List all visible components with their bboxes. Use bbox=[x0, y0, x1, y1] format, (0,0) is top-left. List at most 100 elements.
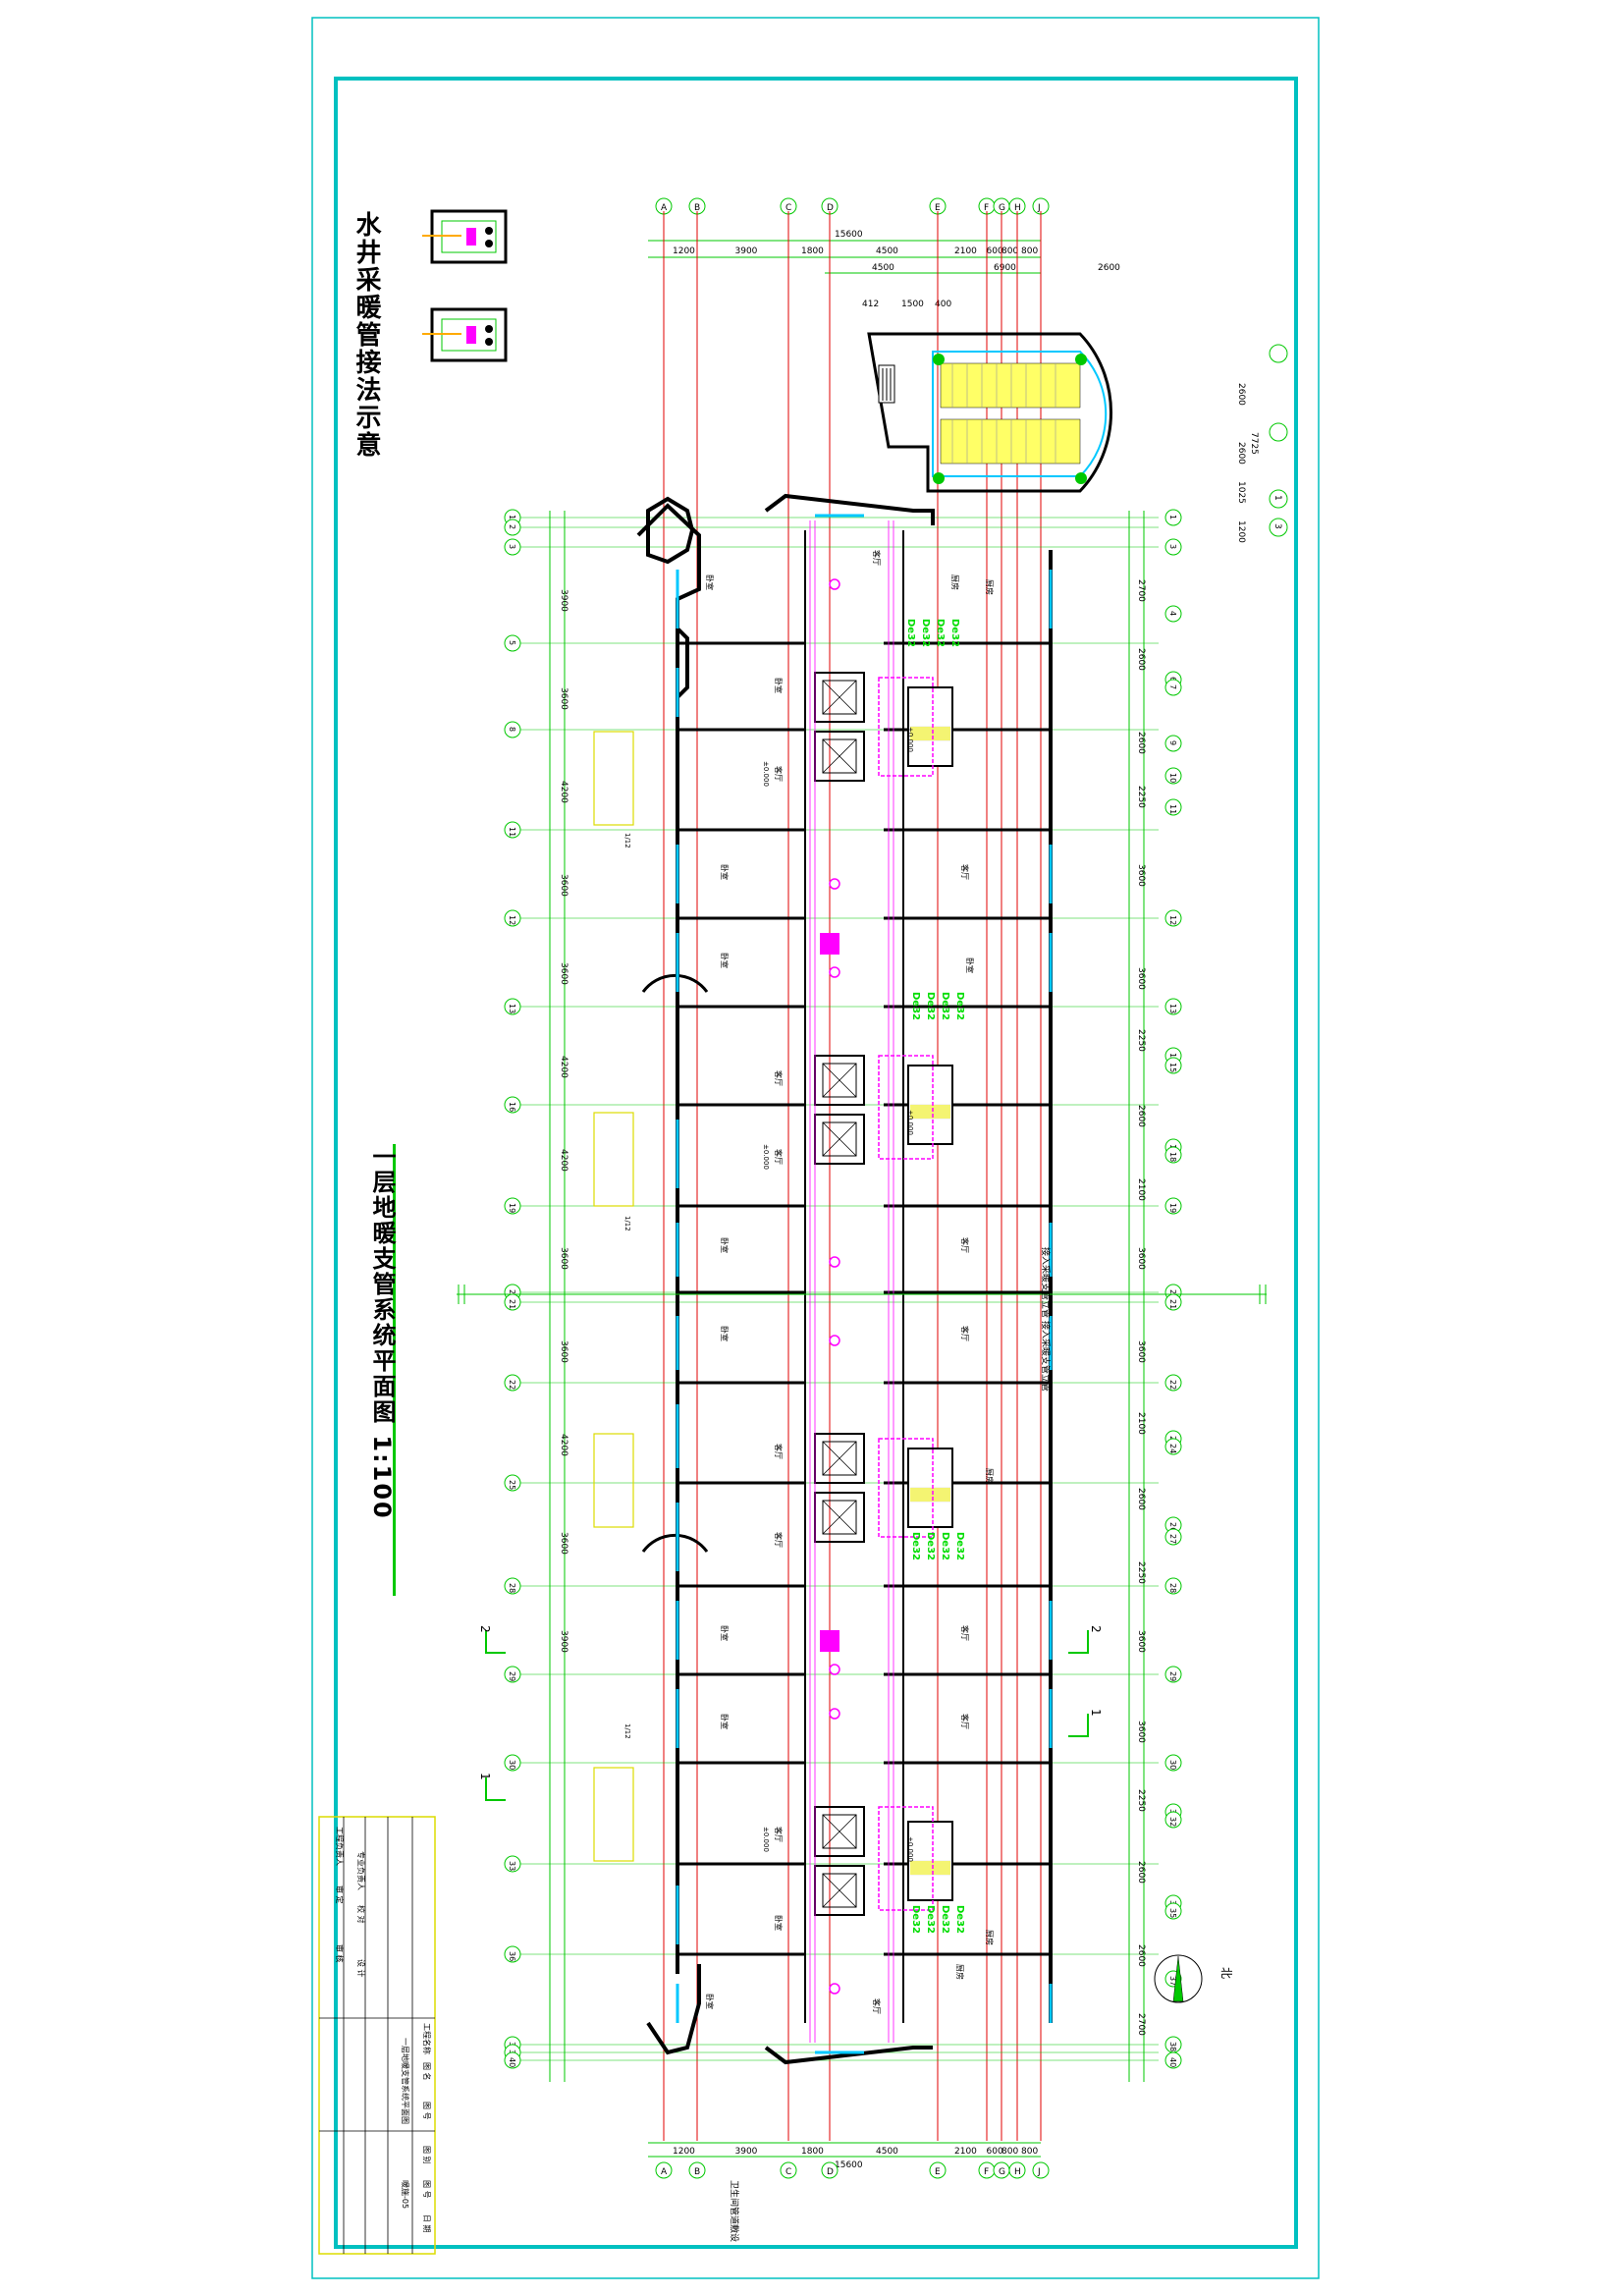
interior-walls bbox=[677, 530, 1051, 2023]
axis-number-right: 40 bbox=[1168, 2057, 1177, 2067]
room-label-14: 客厅 bbox=[960, 1326, 970, 1341]
room-label-0: 卧室 bbox=[705, 574, 715, 590]
room-label-22: 卧室 bbox=[774, 1915, 784, 1931]
letter-axis-lines bbox=[663, 211, 1042, 2141]
slope-mark-0: 1/12 bbox=[623, 833, 631, 848]
right-span-12: 2600 bbox=[1136, 1488, 1146, 1510]
axis-letter-top: D bbox=[827, 203, 834, 213]
axis-number-left: 28 bbox=[508, 1583, 516, 1593]
axis-number-right: 26 bbox=[1168, 1522, 1177, 1532]
left-span-4: 3600 bbox=[559, 962, 568, 985]
axis-bubble-bottom-G: G bbox=[993, 2161, 1010, 2179]
right-span-14: 3600 bbox=[1136, 1630, 1146, 1653]
axis-bubble-right-21: 21 bbox=[1164, 1293, 1182, 1311]
stairwell-0 bbox=[907, 686, 953, 767]
axis-bubble-right-38: 38 bbox=[1164, 2036, 1182, 2053]
main-title-underline bbox=[393, 1144, 396, 1596]
axis-letter-bottom: F bbox=[984, 2167, 989, 2177]
tb-c2-1: 校 对 bbox=[356, 1905, 366, 1924]
elevator-shaft-2 bbox=[814, 1055, 865, 1106]
axis-letter-top: C bbox=[785, 203, 791, 213]
axis-number-right: 24 bbox=[1168, 1444, 1177, 1453]
axis-letter-bottom: H bbox=[1014, 2167, 1021, 2177]
axis-number-left: 13 bbox=[508, 1004, 516, 1013]
axis-bubble-bottom-F: F bbox=[978, 2161, 996, 2179]
axis-bubble-bottom-B: B bbox=[688, 2161, 706, 2179]
heating-loop-0 bbox=[878, 677, 934, 777]
main-title: 一层地暖支管系统平面图 1:100 bbox=[368, 1144, 396, 1520]
heating-loop-2 bbox=[878, 1438, 934, 1538]
elevator-shaft-6 bbox=[814, 1806, 865, 1857]
riser-label-8: De32 bbox=[910, 1532, 921, 1560]
stairwell-2 bbox=[907, 1448, 953, 1528]
riser-label-5: De32 bbox=[925, 992, 936, 1020]
axis-number-right: 9 bbox=[1168, 740, 1177, 745]
axis-bubble-right-19: 19 bbox=[1164, 1197, 1182, 1215]
stair-level-mark-2: ±0.000 bbox=[906, 1836, 914, 1862]
axis-letter-top: J bbox=[1037, 203, 1041, 213]
room-label-1: 客厅 bbox=[872, 550, 882, 566]
left-span-1: 3600 bbox=[559, 687, 568, 710]
left-span-9: 4200 bbox=[559, 1434, 568, 1456]
top-dimension-4: 2100 bbox=[954, 246, 977, 256]
axis-bubble-left-16: 16 bbox=[504, 1096, 521, 1114]
tb-c1-0: 工程负责人 bbox=[335, 1827, 345, 1866]
axis-number-right: 1 bbox=[1168, 515, 1177, 519]
elevator-shaft-4 bbox=[814, 1433, 865, 1484]
axis-bubble-left-25: 25 bbox=[504, 1474, 521, 1492]
room-label-24: 客厅 bbox=[872, 1998, 882, 2014]
stair-width-dimension-2: 400 bbox=[935, 300, 951, 309]
axis-number-right: 18 bbox=[1168, 1152, 1177, 1162]
axis-number-left: 3 bbox=[508, 544, 516, 549]
tb-c3-0: 工程名称 bbox=[422, 2023, 432, 2054]
axis-bubble-right-35: 35 bbox=[1164, 1902, 1182, 1920]
bath-fixture-2 bbox=[820, 1630, 839, 1652]
axis-number-right: 28 bbox=[1168, 1583, 1177, 1593]
axis-bubble-right-3: 3 bbox=[1164, 538, 1182, 556]
right-span-15: 3600 bbox=[1136, 1721, 1146, 1743]
right-span-9: 3600 bbox=[1136, 1247, 1146, 1270]
inner-frame bbox=[334, 77, 1298, 2249]
axis-bubble-bottom-D: D bbox=[821, 2161, 839, 2179]
stair-axis-bubble-1 bbox=[1269, 422, 1288, 442]
axis-number-right: 19 bbox=[1168, 1203, 1177, 1213]
stair-dimension-4: 1200 bbox=[1236, 520, 1246, 543]
riser-label-11: De32 bbox=[954, 1532, 965, 1560]
section-label-1-left: 1 bbox=[478, 1773, 492, 1780]
stair-dimension-1: 2600 bbox=[1236, 442, 1246, 465]
axis-number-right: 12 bbox=[1168, 915, 1177, 925]
elevator-shaft-0 bbox=[814, 672, 865, 723]
riser-label-7: De32 bbox=[954, 992, 965, 1020]
room-label-26: 厨房 bbox=[985, 579, 995, 595]
right-span-13: 2250 bbox=[1136, 1561, 1146, 1584]
stair-width-dimension-1: 1500 bbox=[901, 300, 924, 309]
axis-number-left: 16 bbox=[508, 1102, 516, 1112]
section-label-2-left: 2 bbox=[478, 1625, 492, 1633]
manifold-icon-0 bbox=[829, 578, 840, 590]
axis-letter-bottom: A bbox=[661, 2167, 668, 2177]
axis-letter-bottom: C bbox=[785, 2167, 791, 2177]
right-span-7: 2600 bbox=[1136, 1105, 1146, 1127]
riser-label-2: De32 bbox=[935, 619, 946, 647]
room-label-10: 客厅 bbox=[774, 1149, 784, 1165]
left-span-6: 4200 bbox=[559, 1149, 568, 1172]
left-span-labels: 3900360042003600360042004200360036004200… bbox=[559, 589, 568, 1653]
axis-bubble-right-30: 30 bbox=[1164, 1754, 1182, 1772]
section-markers bbox=[485, 1630, 1089, 1801]
axis-bubble-bottom-H: H bbox=[1008, 2161, 1026, 2179]
axis-number-left: 30 bbox=[508, 1760, 516, 1770]
axis-number-right: 21 bbox=[1168, 1299, 1177, 1309]
axis-bubble-right-29: 29 bbox=[1164, 1666, 1182, 1683]
riser-label-4: De32 bbox=[910, 992, 921, 1020]
axis-bubble-left-29: 29 bbox=[504, 1666, 521, 1683]
axis-number-right: 13 bbox=[1168, 1004, 1177, 1013]
elevator-shaft-3 bbox=[814, 1114, 865, 1165]
left-span-10: 3600 bbox=[559, 1532, 568, 1555]
tb-c5-1: 图 号 bbox=[422, 2180, 431, 2199]
tb-c1-1: 审 定 bbox=[335, 1886, 345, 1904]
elevator-shaft-7 bbox=[814, 1865, 865, 1916]
stair-level-mark-0: ±0.000 bbox=[906, 727, 914, 752]
slope-mark-2: 1/12 bbox=[623, 1723, 631, 1739]
axis-letter-top: H bbox=[1014, 203, 1021, 213]
